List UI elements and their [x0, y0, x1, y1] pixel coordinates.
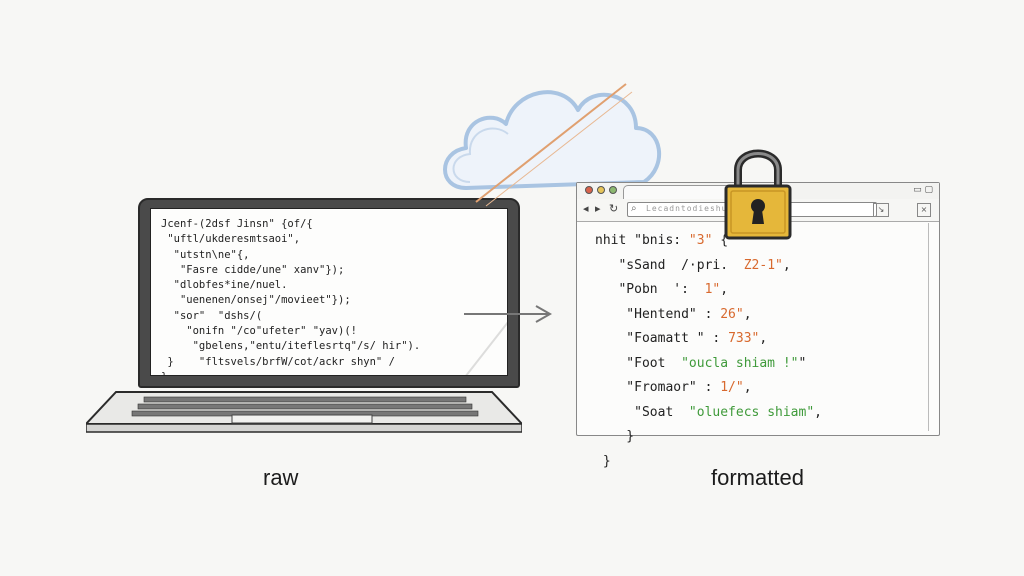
raw-code-line: "Fasre cidde/une" xanv"});: [161, 263, 345, 276]
code-value: Z2-1": [743, 257, 783, 273]
code-value: 1": [704, 282, 721, 297]
raw-code-line: "uenenen/onsej"/movieet"});: [161, 294, 351, 307]
share-icon: ↘: [873, 203, 889, 217]
raw-code-line: "sor" "dshs/(: [161, 309, 263, 322]
formatted-code-line: nhit "bnis: "3" {: [595, 229, 822, 254]
code-token: ,: [743, 306, 752, 322]
address-text: Lecadntodieshue: [646, 204, 734, 213]
raw-code-line: "uftl/ukderesmtsaoi",: [161, 233, 301, 246]
code-token: "Hentend" :: [595, 306, 721, 322]
raw-code-line: "dlobfes*ine/nuel.: [161, 279, 288, 292]
code-token: {: [712, 233, 729, 248]
raw-code-line: "onifn "/co"ufeter" "yav)(!: [161, 325, 357, 338]
code-token: }: [595, 429, 635, 444]
code-token: ,: [720, 282, 729, 297]
code-value: "3": [688, 233, 713, 248]
formatted-code-line: }: [595, 425, 822, 450]
code-token: "Fromaor" :: [595, 380, 721, 395]
code-token: ,: [759, 331, 768, 346]
formatted-code-line: "sSand /·pri. Z2-1",: [595, 254, 822, 279]
raw-code-line: }: [161, 370, 420, 375]
browser-window-icon: ▭ ▢ ◂ ▸ ↻ ⌕ Lecadntodieshue ↘ × nhit "bn…: [576, 182, 940, 469]
formatted-code-line: "Fromaor" : 1/",: [595, 376, 822, 401]
code-token: ": [798, 355, 807, 371]
code-value: 26": [720, 306, 744, 322]
formatted-code-line: "Soat "oluefecs shiam",: [595, 401, 822, 426]
code-value: 733": [728, 331, 760, 346]
window-controls-icon: ▭ ▢: [913, 185, 933, 195]
cloud-icon: [443, 83, 662, 207]
raw-code-line: "utstn\ne"{,: [161, 248, 250, 261]
raw-code-line: } "fltsvels/brfW/cot/ackr shyn" /: [161, 355, 395, 368]
code-token: "Foamatt " :: [595, 331, 729, 346]
search-icon: ⌕: [631, 203, 637, 214]
code-token: "Foot: [595, 355, 682, 371]
code-token: "Soat: [595, 404, 689, 420]
code-token: }: [595, 453, 611, 469]
code-token: ,: [782, 257, 791, 273]
maximize-dot-icon: [609, 186, 617, 194]
scrollbar: [928, 223, 937, 431]
arrow-right-icon: [464, 305, 553, 323]
code-value: 1/": [720, 380, 744, 395]
forward-icon: ▸: [595, 202, 601, 215]
code-value: "oucla shiam !": [681, 355, 799, 371]
code-value: "oluefecs shiam": [688, 404, 815, 420]
formatted-code-block: nhit "bnis: "3" { "sSand /·pri. Z2-1", "…: [595, 229, 822, 474]
back-icon: ◂: [583, 202, 589, 215]
raw-caption: raw: [263, 465, 299, 490]
laptop-base: [86, 391, 522, 433]
reload-icon: ↻: [609, 202, 619, 215]
formatted-code-line: "Pobn ': 1",: [595, 278, 822, 303]
formatted-code-line: "Hentend" : 26",: [595, 303, 822, 328]
formatted-caption: formatted: [711, 465, 804, 490]
raw-code-line: "gbelens,"entu/iteflesrtq"/s/ hir").: [161, 340, 421, 353]
formatted-code-line: }: [595, 450, 822, 475]
minimize-dot-icon: [597, 186, 605, 194]
laptop-screen: Jcenf-(2dsf Jinsn" {of/{ "uftl/ukderesmt…: [150, 208, 508, 376]
code-token: ,: [743, 380, 752, 395]
raw-code-block: Jcenf-(2dsf Jinsn" {of/{ "uftl/ukderesmt…: [161, 217, 421, 375]
close-tab-icon: ×: [917, 203, 931, 217]
code-token: nhit "bnis:: [595, 233, 689, 248]
code-token: ,: [814, 404, 822, 420]
formatted-code-line: "Foot "oucla shiam !"": [595, 352, 822, 377]
laptop-lid: Jcenf-(2dsf Jinsn" {of/{ "uftl/ukderesmt…: [138, 198, 520, 388]
close-dot-icon: [585, 186, 593, 194]
padlock-icon: [724, 149, 792, 240]
laptop-icon: Jcenf-(2dsf Jinsn" {of/{ "uftl/ukderesmt…: [86, 198, 522, 442]
formatted-code-line: "Foamatt " : 733",: [595, 327, 822, 352]
code-token: "Pobn ':: [595, 282, 705, 297]
code-token: "sSand /·pri.: [595, 257, 744, 273]
raw-code-line: Jcenf-(2dsf Jinsn" {of/{: [161, 218, 313, 230]
